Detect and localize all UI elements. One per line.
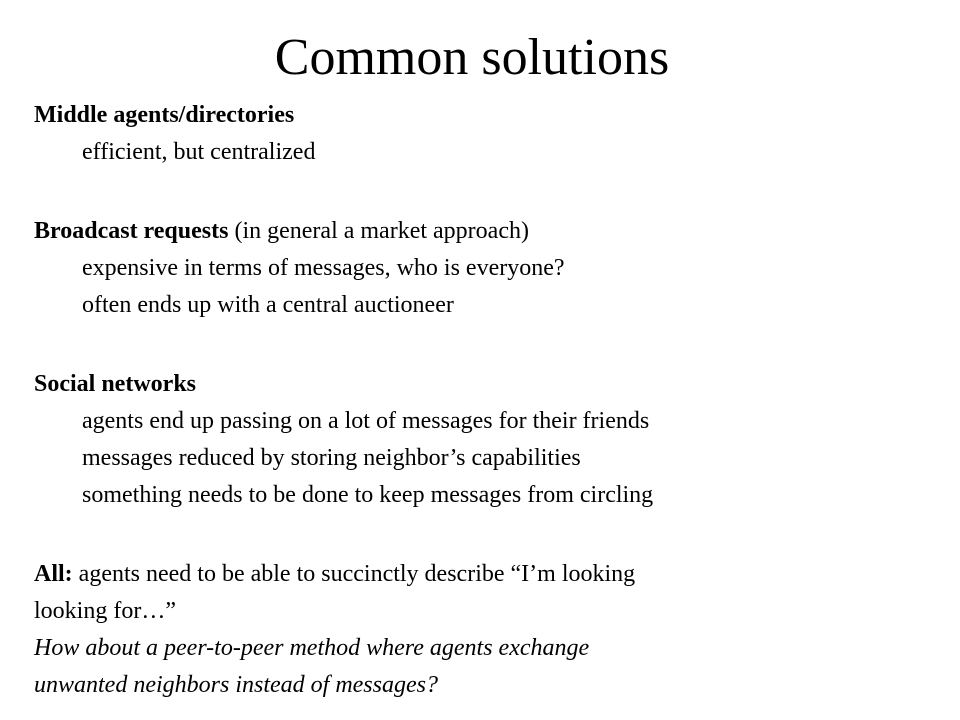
broadcast-line-2: often ends up with a central auctioneer	[82, 292, 454, 318]
social-line-3: something needs to be done to keep messa…	[82, 482, 654, 508]
question-line-2: unwanted neighbors instead of messages?	[34, 672, 438, 698]
slide-body: Middle agents/directories efficient, but…	[34, 97, 934, 704]
broadcast-heading: Broadcast requests	[34, 218, 229, 244]
broadcast-line-1: expensive in terms of messages, who is e…	[82, 255, 565, 281]
spacer	[34, 171, 934, 213]
slide-title: Common solutions	[274, 29, 670, 86]
social-heading: Social networks	[34, 371, 196, 397]
all-label: All:	[34, 561, 73, 587]
social-line-2: messages reduced by storing neighbor’s c…	[82, 445, 581, 471]
spacer	[34, 514, 934, 556]
broadcast-heading-note: (in general a market approach)	[228, 218, 529, 244]
all-row: All: agents need to be able to succinctl…	[34, 556, 934, 593]
question-line-1: How about a peer-to-peer method where ag…	[34, 635, 590, 661]
spacer	[34, 324, 934, 366]
all-text-2: looking for…”	[34, 598, 176, 624]
middle-agents-line-1: efficient, but centralized	[82, 139, 316, 165]
all-text-1: agents need to be able to succinctly des…	[72, 561, 636, 587]
social-line-1: agents end up passing on a lot of messag…	[82, 408, 650, 434]
middle-agents-heading: Middle agents/directories	[34, 102, 295, 128]
broadcast-heading-row: Broadcast requests (in general a market …	[34, 213, 934, 250]
